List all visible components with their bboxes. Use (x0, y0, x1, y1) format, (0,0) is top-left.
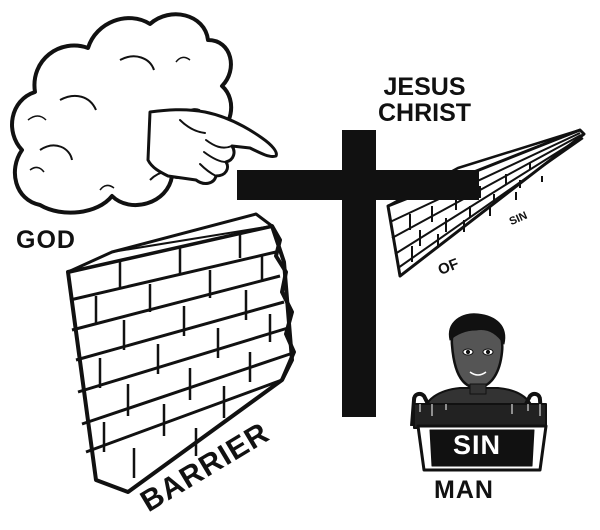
jesus-label-line1: JESUS (383, 73, 466, 101)
pointing-hand-icon (146, 108, 278, 185)
god-label: GOD (16, 226, 76, 254)
barrier-wall-icon (66, 212, 296, 494)
sin-wall-icon (386, 128, 586, 278)
jesus-label-line2: CHRIST (378, 99, 472, 128)
jesus-christ-label: JESUS CHRIST (378, 74, 471, 127)
cross-icon (237, 130, 479, 417)
man-label: MAN (434, 476, 494, 504)
man-figure-icon (410, 313, 548, 472)
sin-badge-label: SIN (452, 430, 501, 460)
